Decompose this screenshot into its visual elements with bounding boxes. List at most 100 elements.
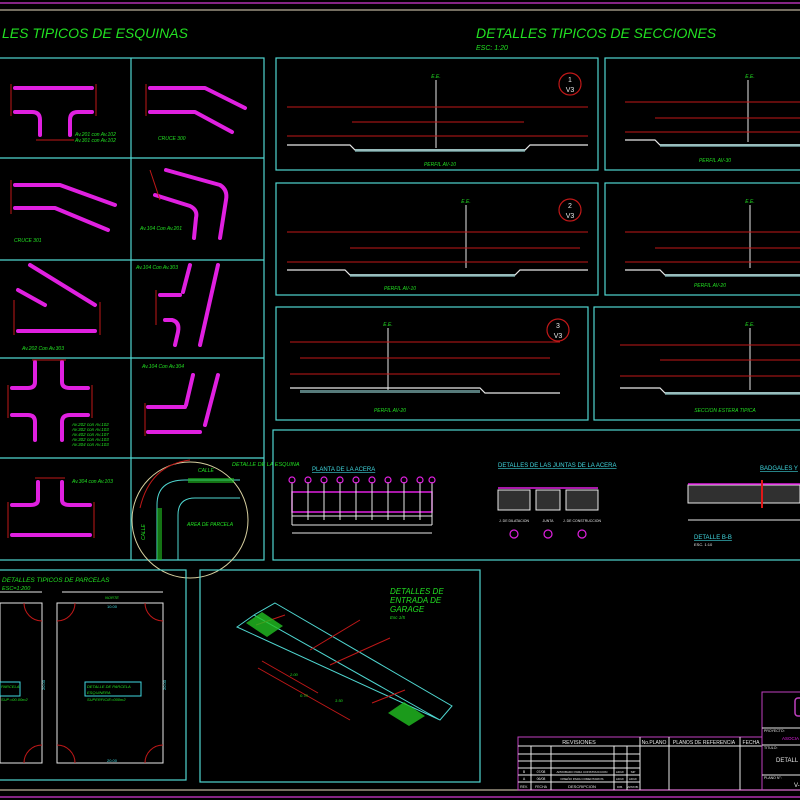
esquinas-cells-7-label-text: Av.104 Con Av.304 — [141, 364, 184, 370]
revision-row-b: B 07/08 APROBADO PARA CONSTRUCCION ADUF … — [523, 770, 636, 774]
drawing-path — [13, 300, 101, 335]
esquinas-cells-9-street2-text: CALLE — [141, 523, 147, 540]
drawing-rect — [56, 602, 164, 764]
drawing-polygon — [246, 612, 283, 637]
secciones-axis_label-text: E.E. — [745, 322, 754, 328]
secciones-panels-3-profile-text: PERFIL AV-20 — [694, 283, 726, 289]
esquinas-cells-6-lines-0-text: Av.202 con Av.102 — [71, 422, 109, 427]
title_block-project_label-text: PROYECTO: — [764, 729, 785, 733]
parcelas-surface_left-text: SUP.=00.00m2 — [1, 697, 28, 702]
drawing-circle — [336, 476, 344, 484]
esquinas-cells-9-street1-text: CALLE — [198, 468, 215, 474]
garage-title_lines-2-text: GARAGE — [390, 605, 425, 614]
drawing-circle — [131, 461, 249, 579]
parcelas-title-text: DETALLES TIPICOS DE PARCELAS — [2, 577, 110, 584]
parcelas-dims-1-text: 20.00 — [107, 758, 118, 763]
drawing-path — [158, 263, 220, 347]
garage-dims-2-text: 3.50 — [335, 698, 344, 703]
title_block-rows-2-a-text: DIB. — [617, 785, 623, 789]
drawing-rect — [660, 144, 800, 147]
drawing-path — [16, 263, 97, 333]
acera-detalle_scale-text: ESC. 1:10 — [694, 542, 713, 547]
drawing-circle — [543, 529, 553, 539]
secciones-panels-1-profile-text: PERFIL AV-30 — [699, 158, 731, 164]
esquinas-cells-0-label2-text: Av.301 con Av.102 — [74, 138, 116, 144]
section-panels: 1 V3 E.E. PERFIL AV-10 E.E. PERFIL AV-30… — [275, 57, 800, 421]
drawing-circle — [416, 476, 424, 484]
parcelas-dims-2-text: 20.00 — [41, 679, 46, 690]
acera-juntas_title-text: DETALLES DE LAS JUNTAS DE LA ACERA — [498, 463, 617, 469]
esquinas-cells-0-label-text: Av.201 con Av.102 — [74, 132, 116, 138]
esquinas-panel: Av.201 con Av.102 Av.301 con Av.102 CRUC… — [0, 57, 300, 579]
title_block-rows-2-date-text: FECHA — [535, 785, 548, 789]
title_block-fecha_header-text: FECHA — [743, 740, 761, 746]
title_block-plano_header-text: No.PLANO — [642, 740, 667, 746]
drawing-path — [625, 101, 800, 133]
drawing-path — [10, 84, 97, 141]
title_block-rows-1-a-text: ADUF — [616, 777, 624, 781]
drawing-circle — [304, 476, 312, 484]
acera-junta_labels-0-text: J. DE DILATACION — [499, 519, 529, 523]
secciones-panels-0-ref_bottom-text: V3 — [566, 87, 575, 94]
title_block-plano_label-text: PLANO N°: — [764, 776, 782, 780]
secciones-axis_label-text: E.E. — [745, 74, 754, 80]
title_block-rows-0-b-text: SIP — [631, 770, 636, 774]
title_block-rows-2-desc-text: DESCRIPCION — [568, 784, 596, 789]
title_block-rows-0-a-text: ADUF — [616, 770, 624, 774]
drawing-circle — [558, 198, 582, 222]
drawing-rect — [0, 602, 43, 764]
garage-dims-1-text: 0.70 — [300, 693, 309, 698]
drawing-path — [7, 359, 93, 418]
secciones-panels-4-ref_top-text: 3 — [556, 323, 560, 330]
title_block-rows-0-desc-text: APROBADO PARA CONSTRUCCION — [557, 770, 608, 774]
secciones-axis_label-text: E.E. — [745, 199, 754, 205]
drawing-circle — [400, 476, 408, 484]
drawing-rect — [275, 57, 599, 171]
drawing-path — [156, 479, 240, 560]
drawing-path — [290, 341, 560, 375]
drawing-circle — [509, 529, 519, 539]
esquinas-cells-5-label-text: Av.104 Con Av.303 — [135, 265, 178, 271]
acera-planta_title-text: PLANTA DE LA ACERA — [312, 467, 375, 473]
section-panel-1: 1 V3 E.E. PERFIL AV-10 — [275, 57, 599, 171]
drawing-circle — [320, 476, 328, 484]
drawing-rect — [535, 489, 561, 511]
secciones-axis_label-text: E.E. — [383, 322, 392, 328]
title_block-project_value-text: ASOCIA — [782, 736, 799, 741]
logo-mark — [794, 697, 800, 717]
drawing-rect — [761, 691, 800, 791]
secciones-panels-2-ref_bottom-text: V3 — [566, 213, 575, 220]
drawing-path — [10, 480, 92, 537]
secciones-panels-4-profile-text: PERFIL AV-20 — [374, 408, 406, 414]
section-panel-5: 3 V3 E.E. PERFIL AV-20 — [275, 306, 589, 421]
revision-row-a: A 06/08 DISEÑO PARA COMENTARIOS ADUF ADU… — [523, 776, 637, 781]
badenes-detail — [687, 480, 800, 521]
section-panel-4: E.E. PERFIL AV-20 — [604, 182, 800, 296]
drawing-path — [290, 387, 560, 394]
drawing-rect — [0, 569, 187, 781]
secciones-panels-2-profile-text: PERFIL AV-10 — [384, 286, 416, 292]
title_block-revisions_header-text: REVISIONES — [562, 740, 596, 746]
drawing-rect — [604, 182, 800, 296]
drawing-path — [23, 602, 164, 764]
drawing-rect — [84, 681, 142, 697]
drawing-rect — [199, 569, 481, 783]
parcelas-detail_label_left-text: PARCELA — [1, 684, 20, 689]
drawing-rect — [188, 478, 234, 483]
esquinas-cells-4-label-text: Av.202 Con Av.303 — [21, 346, 64, 352]
title_block-referencia_header-text: PLANOS DE REFERENCIA — [673, 740, 736, 746]
esquinas-cells-6-lines-2-text: Av.402 con Av.107 — [71, 432, 109, 437]
drawing-rect — [275, 182, 599, 296]
parcelas-dims-3-text: 20.00 — [162, 679, 167, 690]
drawing-rect — [565, 489, 599, 511]
acera-junta_labels-2-text: J. DE CONSTRUCCION — [563, 519, 602, 523]
title_block-rows-1-b-text: ADUF — [629, 777, 637, 781]
title_block-rows-0-rev-text: B — [523, 770, 526, 774]
garage-scale-text: Esc 1/5 — [390, 615, 406, 620]
secciones-panels-5-profile-text: SECCION ESTERA TIPICA — [694, 408, 756, 414]
drawing-rect — [687, 484, 800, 504]
esquinas-cells-6-lines-4-text: Av.304 con Av.103 — [71, 442, 109, 447]
drawing-rect — [300, 390, 480, 393]
title_block-plano_value-text: V- — [794, 783, 800, 789]
